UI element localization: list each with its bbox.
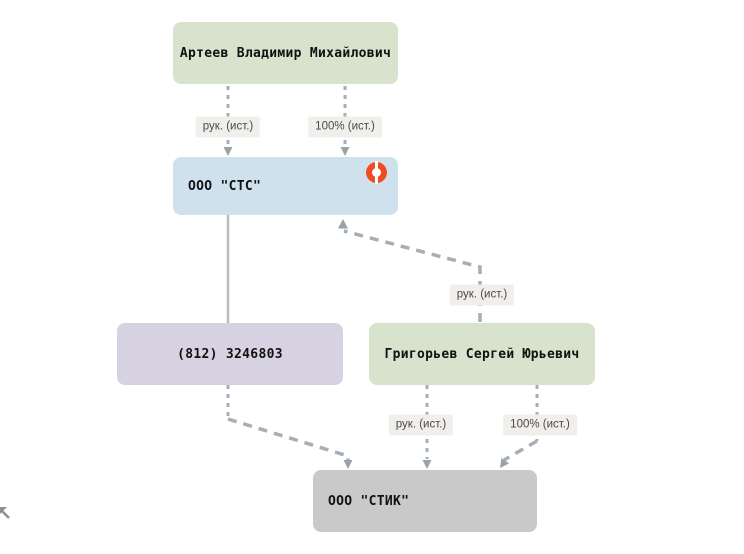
node-label: (812) 3246803 bbox=[177, 346, 283, 362]
arrowhead-down-icon bbox=[223, 147, 233, 156]
node-label: Григорьев Сергей Юрьевич bbox=[384, 346, 580, 362]
edge-grigoriev-stik-share-line bbox=[503, 439, 538, 462]
edge-label-head: рук. (ист.) bbox=[195, 116, 261, 138]
arrowhead-down-icon bbox=[343, 460, 353, 469]
node-phone-number[interactable]: (812) 3246803 bbox=[117, 323, 343, 385]
node-label: Артеев Владимир Михайлович bbox=[179, 45, 392, 61]
node-company-stik[interactable]: ООО "СТИК" bbox=[313, 470, 537, 532]
edge-label-share: 100% (ист.) bbox=[503, 414, 577, 436]
node-person-arteev[interactable]: Артеев Владимир Михайлович bbox=[173, 22, 398, 84]
edge-grigoriev-sts-head-line bbox=[343, 229, 482, 322]
node-person-grigoriev[interactable]: Григорьев Сергей Юрьевич bbox=[369, 323, 595, 385]
expand-arrow-icon[interactable] bbox=[0, 503, 12, 523]
arrowhead-down-icon bbox=[340, 147, 350, 156]
status-ring-icon bbox=[366, 161, 387, 184]
arrowhead-up-icon bbox=[338, 219, 348, 229]
node-label: ООО "СТИК" bbox=[328, 493, 410, 509]
node-company-sts[interactable]: ООО "СТС" bbox=[173, 157, 398, 215]
edge-phone-stik-line bbox=[227, 417, 350, 460]
node-label: ООО "СТС" bbox=[188, 178, 262, 194]
arrowhead-down-icon bbox=[422, 460, 432, 469]
edge-label-head: рук. (ист.) bbox=[449, 284, 515, 306]
edge-label-head: рук. (ист.) bbox=[388, 414, 454, 436]
edge-label-share: 100% (ист.) bbox=[308, 116, 382, 138]
arrowhead-down-left-icon bbox=[500, 458, 509, 468]
